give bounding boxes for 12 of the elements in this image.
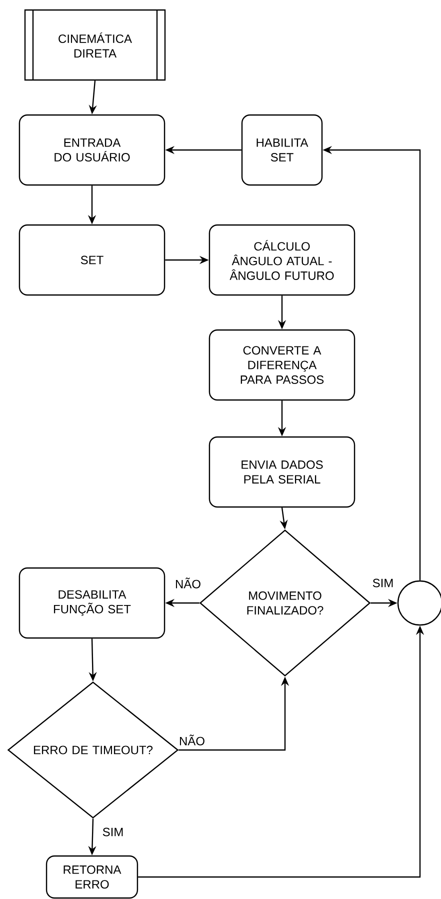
process-box: RETORNA ERRO: [46, 855, 138, 899]
process-box: HABILITA SET: [241, 114, 323, 186]
process-box: ENTRADA DO USUÁRIO: [18, 114, 166, 186]
process-box: DESABILITA FUNÇÃO SET: [18, 567, 166, 639]
process-box: ENVIA DADOS PELA SERIAL: [208, 436, 356, 508]
predefined-process-box: CINEMÁTICA DIRETA: [24, 9, 166, 81]
process-box: CONVERTE A DIFERENÇA PARA PASSOS: [208, 329, 356, 401]
edge-label: NÃO: [178, 733, 206, 747]
edge-label: SIM: [101, 826, 125, 838]
edge-label: SIM: [371, 577, 395, 589]
process-box: CÁLCULO ÂNGULO ATUAL - ÂNGULO FUTURO: [208, 224, 356, 296]
process-box: SET: [18, 224, 166, 296]
